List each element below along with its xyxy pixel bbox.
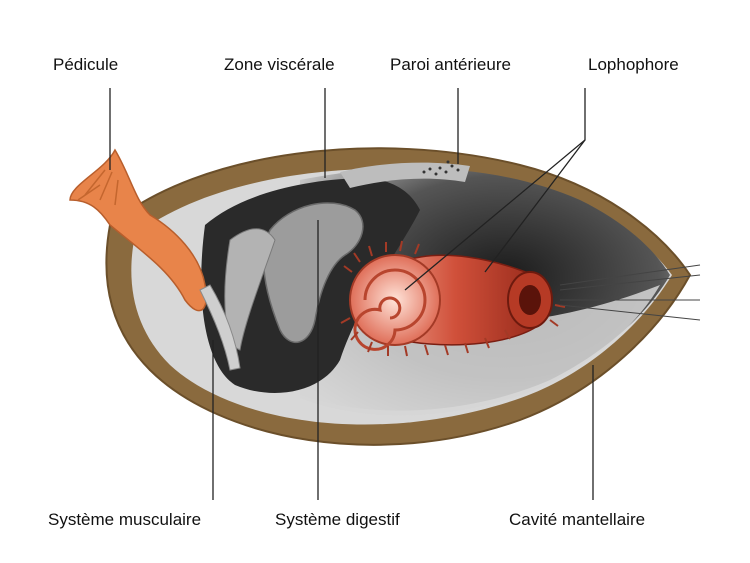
leader-lines: [109, 88, 594, 500]
digestive-organ-shape: [262, 202, 364, 344]
label-visceral-zone: Zone viscérale: [224, 55, 335, 74]
lower-cavity-shape: [300, 285, 660, 416]
label-muscular-system: Système musculaire: [48, 510, 202, 529]
leader-lophophore-2: [484, 139, 586, 273]
label-anterior-wall: Paroi antérieure: [390, 55, 511, 74]
anterior-wall-shape: [340, 162, 470, 188]
label-mantle-cavity: Cavité mantellaire: [509, 510, 646, 529]
muscle-shape: [199, 284, 241, 371]
lophophore-tentacles: [340, 240, 566, 357]
label-digestive-system: Système digestif: [275, 510, 400, 529]
label-lophophore: Lophophore: [588, 55, 679, 74]
anterior-wall-dots: [422, 160, 460, 176]
label-pedicle: Pédicule: [53, 55, 119, 74]
setae: [559, 264, 701, 321]
